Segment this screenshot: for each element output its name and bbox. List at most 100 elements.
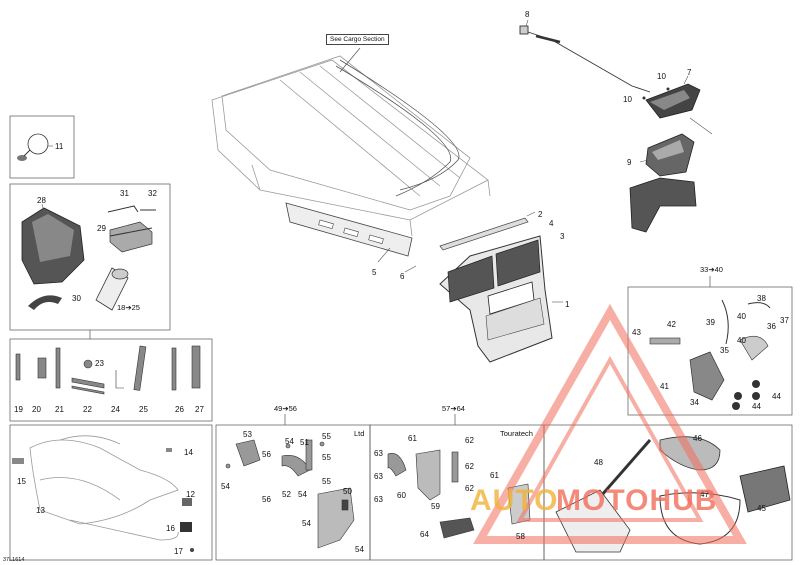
part-label: 36 [767, 322, 776, 331]
part-label: 6 [400, 272, 405, 281]
part-label: 52 [282, 490, 291, 499]
part-label: 34 [690, 398, 699, 407]
box-11 [9, 115, 75, 179]
header-18-25: 18➔25 [117, 303, 140, 312]
part-label: 45 [757, 504, 766, 513]
part-label: 35 [720, 346, 729, 355]
watermark-triangle [473, 303, 747, 544]
bracket-part-9 [629, 117, 713, 233]
part-label: 13 [36, 506, 45, 515]
part-label: 56 [262, 450, 271, 459]
part-label: 24 [111, 405, 120, 414]
part-label: 46 [693, 434, 702, 443]
part-label: 17 [174, 547, 183, 556]
part-label: 2 [538, 210, 543, 219]
part-label: 8 [525, 10, 530, 19]
box-decals [9, 424, 213, 561]
bag-part-45 [739, 465, 791, 513]
decal-15 [12, 458, 24, 464]
mirror-part-11 [17, 133, 53, 161]
part-label: 23 [95, 359, 104, 368]
decal-12 [182, 498, 192, 506]
part-label: 47 [700, 490, 709, 499]
part-label: 9 [627, 158, 632, 167]
part-label: 27 [195, 405, 204, 414]
part-label: 26 [175, 405, 184, 414]
clip-part-31 [107, 205, 139, 213]
part-label: 60 [397, 491, 406, 500]
light-part-7 [642, 83, 701, 119]
part-label: 54 [298, 490, 307, 499]
latch-assembly [649, 299, 771, 410]
part-label: 10 [623, 95, 632, 104]
part-label: 48 [594, 458, 603, 467]
part-label: 44 [752, 402, 761, 411]
box-tools [9, 338, 213, 422]
part-label: 63 [374, 449, 383, 458]
wire-part-8 [519, 25, 651, 93]
part-label: 29 [97, 224, 106, 233]
part-label: 38 [757, 294, 766, 303]
decal-14 [166, 448, 172, 452]
part-label: 15 [17, 477, 26, 486]
watermark-auto: AUTO [470, 484, 559, 517]
part-label: 39 [706, 318, 715, 327]
part-label: 30 [72, 294, 81, 303]
strip-part-2 [439, 217, 529, 251]
part-label: 28 [37, 196, 46, 205]
part-label: 62 [465, 436, 474, 445]
part-label: 3 [560, 232, 565, 241]
part-label: 63 [374, 472, 383, 481]
header-touratech: Touratech [500, 429, 533, 438]
part-label: 12 [186, 490, 195, 499]
part-label: 51 [300, 438, 309, 447]
part-label: 5 [372, 268, 377, 277]
part-label: 61 [408, 434, 417, 443]
part-label: 32 [148, 189, 157, 198]
tools [15, 345, 201, 395]
part-label: 7 [687, 68, 692, 77]
part-label: 10 [657, 72, 666, 81]
part-label: 62 [465, 462, 474, 471]
part-label: 40 [737, 312, 746, 321]
header-57-64: 57➔64 [442, 404, 465, 413]
part-label: 55 [322, 477, 331, 486]
screw-17 [190, 548, 194, 552]
kit-part-29 [109, 221, 153, 253]
ltd-parts [225, 439, 355, 549]
part-label: 54 [221, 482, 230, 491]
part-label: 55 [322, 453, 331, 462]
panel-part-1 [439, 235, 563, 363]
part-label: 31 [120, 189, 129, 198]
part-label: 25 [139, 405, 148, 414]
diagram-code: 37L1614 [3, 557, 25, 563]
part-label: 16 [166, 524, 175, 533]
part-label: 4 [549, 219, 554, 228]
part-label: 50 [343, 487, 352, 496]
header-49-56: 49➔56 [274, 404, 297, 413]
see-cargo-callout: See Cargo Section [326, 34, 389, 45]
part-label: 11 [55, 142, 64, 151]
part-label: 54 [355, 545, 364, 554]
part-label: 37 [780, 316, 789, 325]
part-label: 1 [565, 300, 570, 309]
part-label: 43 [632, 328, 641, 337]
part-label: 59 [431, 502, 440, 511]
part-label: 44 [772, 392, 781, 401]
snowmobile [29, 435, 179, 541]
canister [95, 267, 129, 311]
part-label: 41 [660, 382, 669, 391]
part-label: 21 [55, 405, 64, 414]
part-label: 54 [285, 437, 294, 446]
part-label: 61 [490, 471, 499, 480]
header-33-40: 33➔40 [700, 265, 723, 274]
part-label: 58 [516, 532, 525, 541]
cargo-frame [211, 55, 491, 237]
part-label: 14 [184, 448, 193, 457]
part-label: 42 [667, 320, 676, 329]
part-label: 20 [32, 405, 41, 414]
part-label: 55 [322, 432, 331, 441]
box-accessories [543, 424, 793, 561]
